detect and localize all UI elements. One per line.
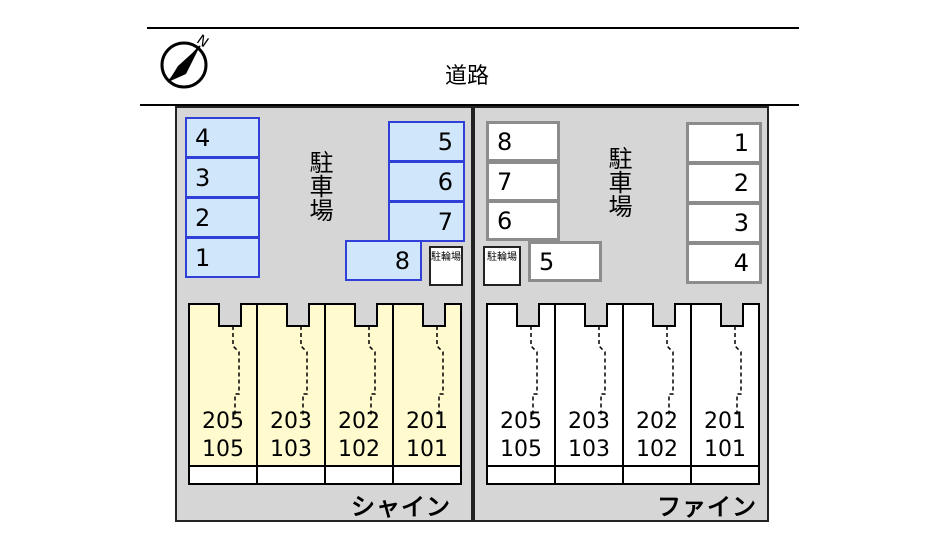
road-edge-bottom bbox=[140, 104, 799, 106]
right-parking-space-6: 6 bbox=[486, 200, 560, 241]
right-parking-space-5: 5 bbox=[528, 241, 602, 282]
unit-number-upper: 202 bbox=[338, 409, 380, 434]
left-parking-space-8: 8 bbox=[345, 240, 422, 281]
left-parking-label: 駐車場 bbox=[305, 150, 333, 222]
unit-stair bbox=[300, 326, 308, 416]
unit-number-lower: 102 bbox=[338, 437, 380, 462]
left-bike-parking: 駐輪場 bbox=[429, 246, 463, 286]
unit-stair bbox=[734, 326, 742, 416]
unit-number-upper: 203 bbox=[568, 409, 610, 434]
unit-number-upper: 205 bbox=[500, 409, 542, 434]
unit-number-upper: 205 bbox=[202, 409, 244, 434]
road-edge-top bbox=[147, 27, 799, 29]
unit-number-upper: 201 bbox=[704, 409, 746, 434]
left-parking-space-7: 7 bbox=[388, 201, 465, 242]
unit-stair bbox=[666, 326, 674, 416]
unit-stair bbox=[368, 326, 376, 416]
right-parking-space-7: 7 bbox=[486, 161, 560, 202]
left-building bbox=[188, 303, 462, 485]
unit-number-lower: 105 bbox=[500, 437, 542, 462]
unit-number-lower: 101 bbox=[704, 437, 746, 462]
left-parking-space-2: 2 bbox=[185, 197, 260, 238]
unit-number-lower: 101 bbox=[406, 437, 448, 462]
right-parking-space-1: 1 bbox=[686, 122, 762, 164]
unit-number-lower: 102 bbox=[636, 437, 678, 462]
unit-number-upper: 201 bbox=[406, 409, 448, 434]
left-parking-space-5: 5 bbox=[388, 121, 465, 162]
right-bike-parking: 駐輪場 bbox=[483, 246, 521, 286]
left-parking-space-3: 3 bbox=[185, 157, 260, 198]
unit-stair bbox=[436, 326, 444, 416]
unit-number-lower: 103 bbox=[270, 437, 312, 462]
unit-number-lower: 105 bbox=[202, 437, 244, 462]
right-building bbox=[486, 303, 760, 485]
unit-stair bbox=[232, 326, 240, 416]
unit-stair bbox=[530, 326, 538, 416]
left-parking-space-1: 1 bbox=[185, 237, 260, 278]
left-parking-space-4: 4 bbox=[185, 117, 260, 158]
right-parking-space-8: 8 bbox=[486, 121, 560, 162]
right-parking-label: 駐車場 bbox=[604, 146, 632, 218]
road-label: 道路 bbox=[445, 64, 490, 89]
left-building-name: シャイン bbox=[351, 493, 451, 521]
unit-number-upper: 203 bbox=[270, 409, 312, 434]
right-parking-space-4: 4 bbox=[686, 242, 762, 284]
right-building-name: ファイン bbox=[657, 493, 757, 521]
unit-number-lower: 103 bbox=[568, 437, 610, 462]
unit-number-upper: 202 bbox=[636, 409, 678, 434]
left-parking-space-6: 6 bbox=[388, 161, 465, 202]
unit-stair bbox=[598, 326, 606, 416]
